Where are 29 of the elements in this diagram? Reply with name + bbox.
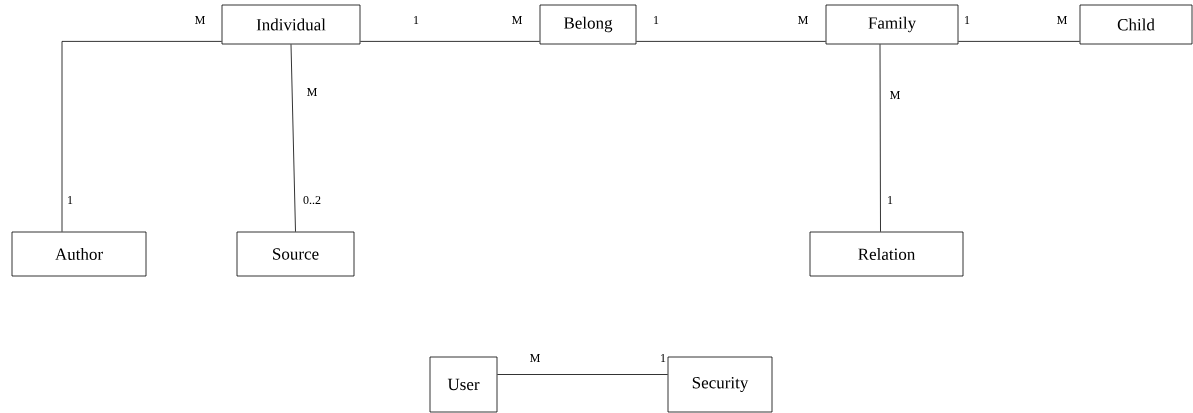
multiplicity-label: 1 (888, 196, 893, 204)
connector-line (879, 44, 881, 232)
entity-box: Belong (539, 4, 637, 45)
entity-box: Author (11, 231, 147, 277)
connector-line (290, 44, 296, 232)
multiplicity-label: M (512, 16, 522, 24)
multiplicity-label: 1 (68, 196, 73, 204)
entity-box: Source (236, 231, 355, 277)
entity-box: Security (667, 356, 773, 413)
multiplicity-label: M (890, 91, 900, 99)
connector-line (61, 41, 222, 232)
connector-line (958, 41, 1080, 42)
entity-box: Child (1079, 4, 1193, 45)
multiplicity-label: 1 (661, 354, 666, 362)
multiplicity-label: M (530, 354, 540, 362)
multiplicity-label: 1 (654, 16, 659, 24)
connector-line (497, 374, 668, 375)
connector-line (636, 41, 826, 42)
multiplicity-label: 0..2 (303, 195, 321, 205)
entity-box: Individual (221, 4, 361, 45)
multiplicity-label: M (798, 16, 808, 24)
multiplicity-label: M (195, 16, 205, 24)
entity-box: Family (825, 4, 959, 45)
multiplicity-label: 1 (414, 16, 419, 24)
multiplicity-label: M (1057, 16, 1067, 24)
entity-box: Relation (809, 231, 964, 277)
multiplicity-label: M (307, 88, 317, 96)
connector-line (360, 41, 540, 42)
entity-box: User (429, 356, 498, 413)
